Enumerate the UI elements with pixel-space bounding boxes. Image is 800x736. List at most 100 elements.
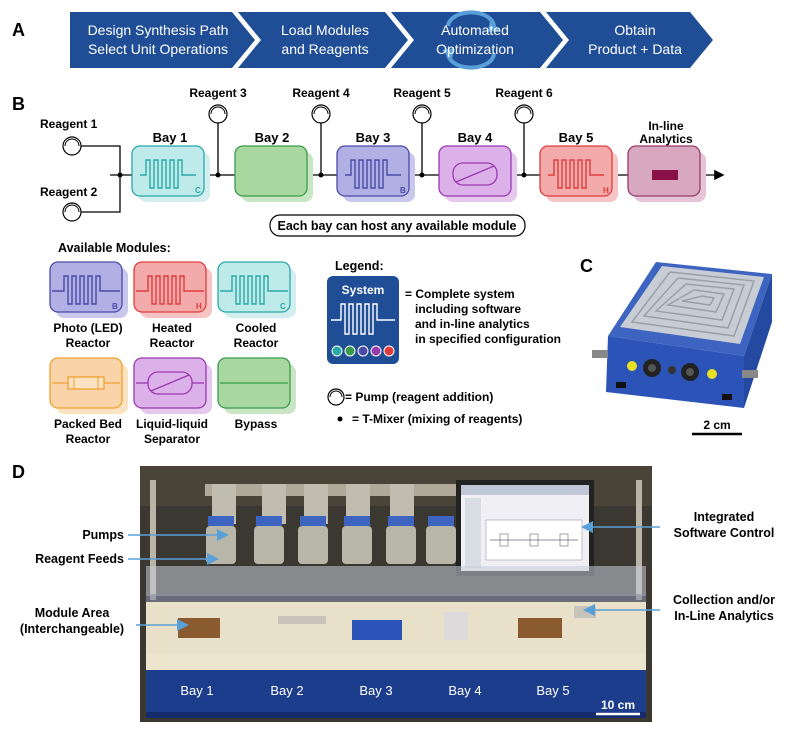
available-modules-title: Available Modules: [58,241,171,255]
workflow-step-4: Obtain Product + Data [546,12,713,68]
module-packed-line2: Reactor [66,432,111,446]
module-bypass-line1: Bypass [235,417,278,431]
module-cooled-line2: Reactor [234,336,279,350]
bay-5-badge: H [603,186,609,195]
module-photo-reactor: B Photo (LED) Reactor [49,261,128,350]
legend-desc-3: and in-line analytics [415,317,530,331]
reagent-4-label: Reagent 4 [292,86,350,100]
module-heated-line2: Reactor [150,336,195,350]
legend-title: Legend: [335,259,384,273]
pump-legend-icon [327,388,345,406]
module-packed-bed-reactor: Packed Bed Reactor [49,357,128,446]
bay-1-label: Bay 1 [153,130,188,145]
step-3-line2: Optimization [436,41,514,57]
bay-2-label: Bay 2 [255,130,290,145]
pump-reagent-6-icon [514,104,534,124]
cycle-arrows-icon [442,10,500,70]
panel-a-label: A [12,20,25,40]
t-mixer-icon [117,172,123,178]
panel-d-label: D [12,462,25,482]
callout-pumps: Pumps [82,528,124,542]
analytics-line2: Analytics [639,132,693,146]
module-cooled-reactor: C Cooled Reactor [217,261,296,350]
callout-reagent-feeds: Reagent Feeds [35,552,124,566]
callout-software-line2: Software Control [674,526,775,540]
bay-3-photo-reactor: B [336,145,415,202]
inline-analytics-module [627,145,706,202]
bay-5-label: Bay 5 [559,130,594,145]
step-1-line1: Design Synthesis Path [88,22,229,38]
module-heated-badge: H [196,302,202,311]
pump-reagent-5-icon [412,104,432,124]
reagent-2-label: Reagent 2 [40,185,98,199]
photo-bay-2: Bay 2 [270,683,303,698]
pump-reagent-2-icon [62,202,82,222]
photo-bay-5: Bay 5 [536,683,569,698]
callout-module-area-line1: Module Area [35,606,111,620]
pump-reagent-3-icon [208,104,228,124]
module-liquid-separator: Liquid-liquid Separator [133,357,212,446]
legend-system-icon: System [327,276,399,364]
bay-note: Each bay can host any available module [269,214,526,237]
panel-b-label: B [12,94,25,114]
platform-photo [140,466,652,722]
step-4-line1: Obtain [614,22,655,38]
analytics-line1: In-line [648,119,684,133]
reagent-4-group: Reagent 4 [292,86,350,178]
module-cartridge-photo [592,262,772,408]
callout-collection-line2: In-Line Analytics [674,609,774,623]
step-1-line2: Select Unit Operations [88,41,228,57]
t-mixer-legend-icon [337,416,343,422]
module-separator-line2: Separator [144,432,200,446]
module-cooled-line1: Cooled [236,321,277,335]
legend-system-label: System [342,283,385,297]
bay-4-label: Bay 4 [458,130,493,145]
reagent-6-label: Reagent 6 [495,86,553,100]
workflow-step-3: Automated Optimization [391,10,563,70]
step-2-line1: Load Modules [281,22,369,38]
callout-module-area-line2: (Interchangeable) [20,622,124,636]
pump-legend-text: = Pump (reagent addition) [345,390,493,404]
module-photo-badge: B [112,302,118,311]
reagent-3-label: Reagent 3 [189,86,247,100]
photo-bay-1: Bay 1 [180,683,213,698]
bay-note-text: Each bay can host any available module [278,219,517,233]
workflow-step-1: Design Synthesis Path Select Unit Operat… [70,12,255,68]
bay-5-heated-reactor: H [539,145,618,202]
panel-d-scale-text: 10 cm [601,698,635,712]
panel-c-scale-text: 2 cm [703,418,730,432]
workflow-step-2: Load Modules and Reagents [238,12,408,68]
step-2-line2: and Reagents [281,41,368,57]
reagent-1-label: Reagent 1 [40,117,98,131]
module-cooled-badge: C [280,302,286,311]
photo-bay-4: Bay 4 [448,683,481,698]
bay-4-separator [438,145,517,202]
reagent-6-group: Reagent 6 [495,86,553,178]
callout-collection-line1: Collection and/or [673,593,775,607]
legend-desc-4: in specified configuration [415,332,561,346]
bay-2-bypass [234,145,313,202]
module-photo-line2: Reactor [66,336,111,350]
module-heated-reactor: H Heated Reactor [133,261,212,350]
reagent-5-group: Reagent 5 [393,86,451,178]
pump-reagent-1-icon [62,136,82,156]
legend-desc-2: including software [415,302,521,316]
module-heated-line1: Heated [152,321,192,335]
bay-3-badge: B [400,186,406,195]
module-packed-line1: Packed Bed [54,417,122,431]
reagent-3-group: Reagent 3 [189,86,247,178]
pump-reagent-4-icon [311,104,331,124]
bay-3-label: Bay 3 [356,130,391,145]
legend-desc-1: = Complete system [405,287,515,301]
step-4-line2: Product + Data [588,41,682,57]
photo-bay-3: Bay 3 [359,683,392,698]
callout-software-line1: Integrated [694,510,754,524]
reagent-5-label: Reagent 5 [393,86,451,100]
panel-c-label: C [580,256,593,276]
module-photo-line1: Photo (LED) [53,321,122,335]
bay-1-cooled-reactor: C [131,145,210,202]
module-bypass: Bypass [217,357,296,431]
bay-1-badge: C [195,186,201,195]
module-separator-line1: Liquid-liquid [136,417,208,431]
